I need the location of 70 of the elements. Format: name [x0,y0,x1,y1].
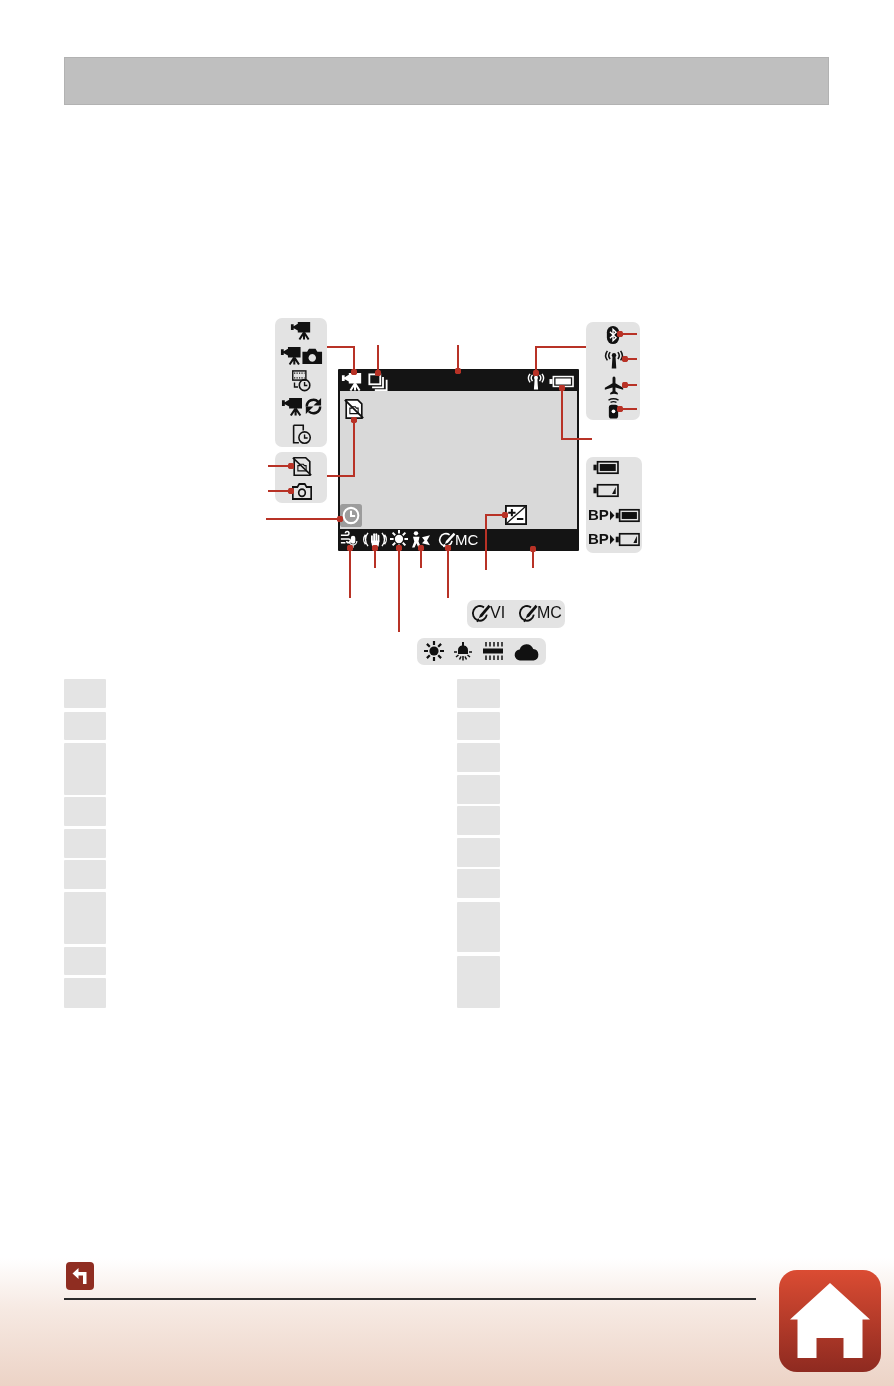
leader-line [485,511,509,571]
leader-line [529,545,537,569]
mode-label: VI [490,605,506,621]
battery-label: BP [588,531,609,546]
table-cell [457,956,500,1008]
plus-minus-icon [505,505,527,525]
leader-line [444,544,452,599]
antenna-icon [603,350,625,369]
leader-line [374,344,382,377]
leader-line [371,544,379,569]
figure-icon [411,531,431,548]
leader-line [532,346,587,377]
leader-line [267,487,295,495]
table-cell [457,838,500,867]
wind-microphone-icon [340,531,358,548]
leader-line [558,384,593,440]
leader-line [621,381,638,389]
monitor-screen [338,369,579,551]
header-bar [64,57,829,105]
movie-camera-icon [341,372,363,391]
bluetooth-icon [606,325,620,345]
table-cell [64,679,106,708]
status-bar [340,529,577,549]
leader-line [454,344,462,375]
icon-panel [275,452,327,503]
mode-label: MC [537,605,562,621]
mode-label: MC [455,532,479,547]
leader-line [326,416,358,477]
icon-panel [275,318,327,447]
battery-label: BP [588,507,609,522]
table-cell [64,829,106,858]
table-cell [457,806,500,835]
leader-line [265,515,344,523]
remote-control-icon [607,398,620,419]
table-cell [457,775,500,804]
leader-line [616,330,638,338]
clock-icon [340,504,362,527]
table-cell [64,712,106,740]
airplane-icon [603,376,625,395]
table-cell [64,743,106,795]
leader-line [395,544,403,633]
icon-panel [417,638,546,665]
table-cell [64,892,106,944]
leader-line [417,544,425,569]
stacked-frames-icon [368,373,388,391]
leader-line [616,405,638,413]
crossed-card-icon [343,398,365,420]
icon-panel [586,457,642,553]
icon-panel [586,322,640,420]
camera-icon [291,481,313,501]
battery-icon [549,375,574,388]
sun-icon [390,530,408,548]
leader-line [326,346,358,376]
hand-icon [364,531,386,548]
table-cell [64,978,106,1008]
leader-line [346,544,354,599]
table-cell [64,797,106,826]
leader-line [267,462,295,470]
crossed-card-icon [291,456,313,477]
icon-panel [467,600,565,628]
table-cell [64,947,106,975]
leader-line [621,355,638,363]
table-cell [64,860,106,889]
table-cell [457,679,500,708]
table-cell [457,712,500,740]
status-bar [340,371,577,391]
table-cell [457,902,500,952]
antenna-icon [526,373,546,390]
table-cell [457,869,500,898]
table-cell [457,743,500,772]
